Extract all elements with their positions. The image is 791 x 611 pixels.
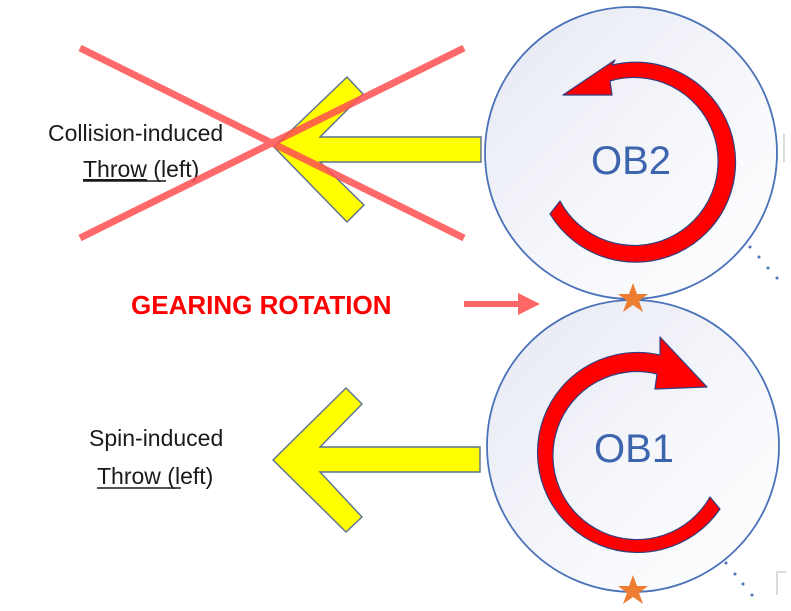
ccw-rotation-arrow-icon xyxy=(549,59,737,263)
gearing-pointer-arrow-icon xyxy=(464,293,540,315)
ball-ob2: OB2 xyxy=(484,6,778,300)
contact-star-icon xyxy=(618,283,648,312)
collision-throw-arrow xyxy=(273,76,482,223)
ball-ob1-label: OB1 xyxy=(594,427,674,471)
throw-underlined: Throw xyxy=(97,463,161,489)
throw-direction: (left) xyxy=(147,156,199,182)
collision-throw-line2: Throw (left) xyxy=(83,156,199,182)
collision-throw-label: Collision-induced Throw (left) xyxy=(48,120,223,182)
ball-ob1: OB1 xyxy=(486,299,780,593)
cross-out-mark xyxy=(78,44,466,242)
cross-line-2 xyxy=(78,44,466,242)
throw-underlined: Throw xyxy=(83,156,147,182)
spin-throw-label: Spin-induced Throw (left) xyxy=(89,425,223,489)
throw-direction: (left) xyxy=(161,463,213,489)
gearing-rotation-label: GEARING ROTATION xyxy=(131,290,391,320)
spin-throw-line2: Throw (left) xyxy=(97,463,213,489)
spin-throw-line1: Spin-induced xyxy=(89,425,223,451)
collision-throw-line1: Collision-induced xyxy=(48,120,223,146)
corner-mark xyxy=(776,571,786,595)
spin-throw-arrow xyxy=(272,387,481,533)
ball-ob2-label: OB2 xyxy=(591,139,671,183)
bottom-star-icon xyxy=(618,575,648,604)
cw-rotation-arrow-icon xyxy=(536,336,721,554)
